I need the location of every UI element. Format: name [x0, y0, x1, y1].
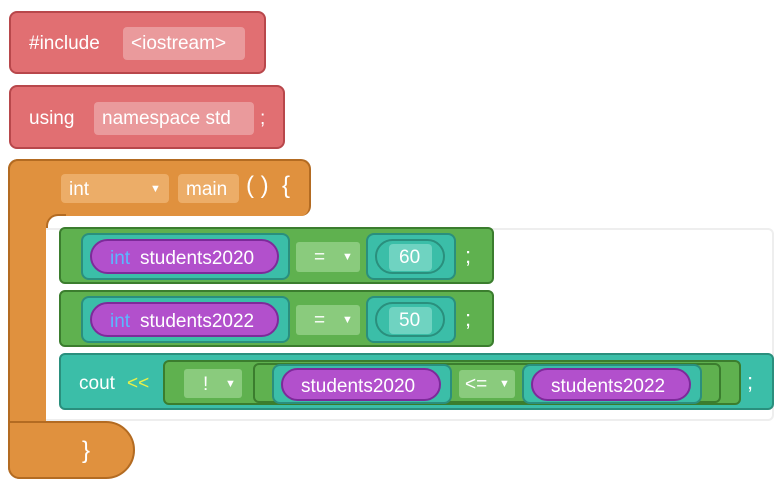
namespace-field[interactable]: namespace std — [94, 102, 254, 135]
chevron-down-icon: ▼ — [342, 251, 353, 263]
variable-name: students2022 — [140, 311, 255, 332]
right-variable-name: students2022 — [551, 376, 666, 397]
function-name-text: main — [186, 179, 228, 200]
number-literal[interactable]: 50 — [375, 302, 445, 337]
main-header-bar[interactable]: int ▼ main ( ) { — [8, 159, 311, 216]
using-block[interactable]: using namespace std ; — [9, 85, 285, 149]
variable-name: students2020 — [140, 248, 255, 269]
operator-text: = — [314, 247, 326, 268]
number-field[interactable]: 50 — [389, 307, 432, 334]
include-block[interactable]: #include <iostream> — [9, 11, 266, 74]
variable-declaration[interactable]: int students2022 — [90, 302, 279, 337]
left-operand-slot[interactable]: students2020 — [272, 364, 452, 404]
number-text: 50 — [399, 310, 421, 331]
chevron-down-icon: ▼ — [225, 378, 236, 390]
number-text: 60 — [399, 247, 421, 268]
right-operand-slot[interactable]: students2022 — [522, 364, 702, 404]
chevron-down-icon: ▼ — [342, 314, 353, 326]
using-semicolon: ; — [260, 108, 266, 129]
not-operator-dropdown[interactable]: ! ▼ — [184, 369, 242, 398]
statement-semicolon: ; — [465, 243, 472, 268]
type-keyword: int — [110, 248, 131, 269]
function-name-field[interactable]: main — [178, 174, 239, 203]
variable-reference[interactable]: students2020 — [281, 368, 441, 401]
return-type-dropdown[interactable]: int ▼ — [61, 174, 169, 203]
close-brace: } — [82, 437, 91, 464]
namespace-text: namespace std — [102, 108, 231, 129]
value-slot[interactable]: 50 — [366, 296, 456, 343]
variable-reference[interactable]: students2022 — [531, 368, 691, 401]
operator-dropdown[interactable]: = ▼ — [296, 242, 360, 272]
using-keyword: using — [29, 108, 75, 129]
operator-text: = — [314, 310, 326, 331]
number-literal[interactable]: 60 — [375, 239, 445, 274]
return-type-text: int — [69, 179, 90, 200]
compare-operator-text: <= — [465, 374, 488, 395]
value-slot[interactable]: 60 — [366, 233, 456, 280]
chevron-down-icon: ▼ — [150, 183, 161, 195]
left-variable-name: students2020 — [301, 376, 416, 397]
cout-statement[interactable]: cout << ! ▼ students2020 <= ▼ students20… — [59, 353, 774, 410]
cout-keyword: cout — [79, 373, 115, 394]
assignment-statement[interactable]: int students2022 = ▼ 50 ; — [59, 290, 494, 347]
not-operator-text: ! — [203, 374, 209, 395]
stream-operator: << — [127, 373, 150, 394]
operator-dropdown[interactable]: = ▼ — [296, 305, 360, 335]
type-keyword: int — [110, 311, 131, 332]
cout-semicolon: ; — [747, 369, 754, 394]
include-header-field[interactable]: <iostream> — [123, 27, 245, 60]
variable-declaration[interactable]: int students2020 — [90, 239, 279, 274]
chevron-down-icon: ▼ — [499, 378, 510, 390]
function-parens: ( ) — [246, 172, 269, 199]
number-field[interactable]: 60 — [389, 244, 432, 271]
statement-semicolon: ; — [465, 306, 472, 331]
main-footer-bar: } — [8, 421, 135, 479]
not-expression[interactable]: ! ▼ students2020 <= ▼ students2022 — [163, 360, 741, 405]
declaration-slot[interactable]: int students2020 — [81, 233, 290, 280]
include-header-text: <iostream> — [131, 33, 227, 54]
compare-operator-dropdown[interactable]: <= ▼ — [459, 370, 515, 398]
open-brace: { — [282, 172, 291, 199]
include-keyword: #include — [29, 33, 100, 54]
declaration-slot[interactable]: int students2022 — [81, 296, 290, 343]
assignment-statement[interactable]: int students2020 = ▼ 60 ; — [59, 227, 494, 284]
comparison-expression[interactable]: students2020 <= ▼ students2022 — [253, 363, 721, 404]
